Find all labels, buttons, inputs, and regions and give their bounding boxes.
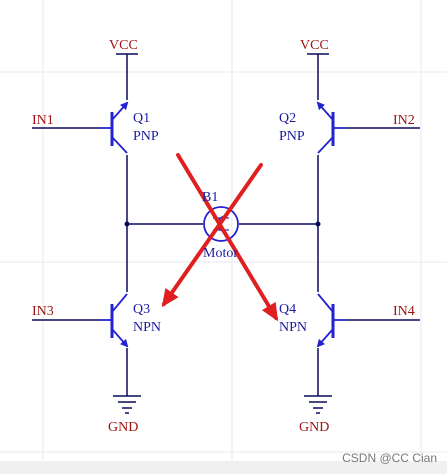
grid	[0, 0, 447, 460]
ground-symbol-left	[113, 395, 141, 414]
q4-ref: Q4	[279, 302, 296, 317]
motor-label: Motor	[203, 246, 238, 261]
q3-type: NPN	[133, 320, 161, 335]
q1-type: PNP	[133, 129, 159, 144]
current-path-arrows	[161, 153, 279, 322]
in2-label: IN2	[393, 113, 415, 128]
q4-type: NPN	[279, 320, 307, 335]
junction-right	[315, 221, 321, 227]
in4-label: IN4	[393, 304, 415, 319]
q2-type: PNP	[279, 129, 305, 144]
transistor-q1	[100, 101, 129, 154]
q2-ref: Q2	[279, 111, 296, 126]
in3-label: IN3	[32, 304, 54, 319]
footer-strip	[0, 461, 447, 474]
transistor-q4	[316, 293, 345, 348]
q3-ref: Q3	[133, 302, 150, 317]
q1-ref: Q1	[133, 111, 150, 126]
wires	[32, 53, 420, 396]
gnd-left-label: GND	[108, 420, 138, 435]
arrow-q2-to-q3	[161, 163, 263, 308]
watermark: CSDN @CC Cian	[342, 451, 437, 465]
vcc-right-label: VCC	[300, 38, 329, 53]
gnd-right-label: GND	[299, 420, 329, 435]
transistor-q3	[100, 293, 129, 348]
in1-label: IN1	[32, 113, 54, 128]
transistor-q2	[316, 101, 345, 154]
arrow-q1-to-q4	[176, 153, 279, 322]
motor-ref: B1	[202, 190, 218, 205]
ground-symbol-right	[304, 395, 332, 414]
vcc-left-label: VCC	[109, 38, 138, 53]
junction-left	[124, 221, 130, 227]
